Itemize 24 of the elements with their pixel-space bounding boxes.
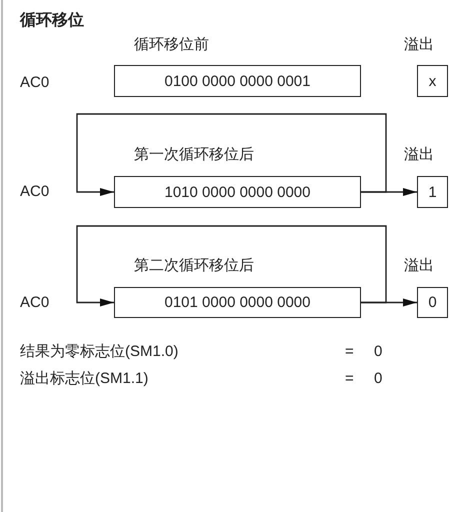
register-box: 0101 0000 0000 0000 [114,287,361,318]
register-box: 0100 0000 0000 0001 [114,65,361,97]
flag-value: 0 [374,370,382,388]
title: 循环移位 [20,12,84,30]
equals-sign: = [345,343,354,361]
heading: 第一次循环移位后 [134,146,254,164]
register-name: AC0 [20,74,50,92]
register-name: AC0 [20,183,50,201]
heading: 溢出 [404,36,434,54]
equals-sign: = [345,370,354,388]
arrow [76,113,387,196]
flag-name: 溢出标志位(SM1.1) [20,370,148,388]
heading: 第二次循环移位后 [134,257,254,275]
flag-value: 0 [374,343,382,361]
arrow [76,225,387,306]
overflow-box: 0 [417,287,448,318]
register-name: AC0 [20,294,50,312]
overflow-box: 1 [417,176,448,208]
overflow-box: x [417,65,448,97]
heading: 循环移位前 [134,36,209,54]
heading: 溢出 [404,146,434,164]
heading: 溢出 [404,257,434,275]
register-box: 1010 0000 0000 0000 [114,176,361,208]
flag-name: 结果为零标志位(SM1.0) [20,343,178,361]
